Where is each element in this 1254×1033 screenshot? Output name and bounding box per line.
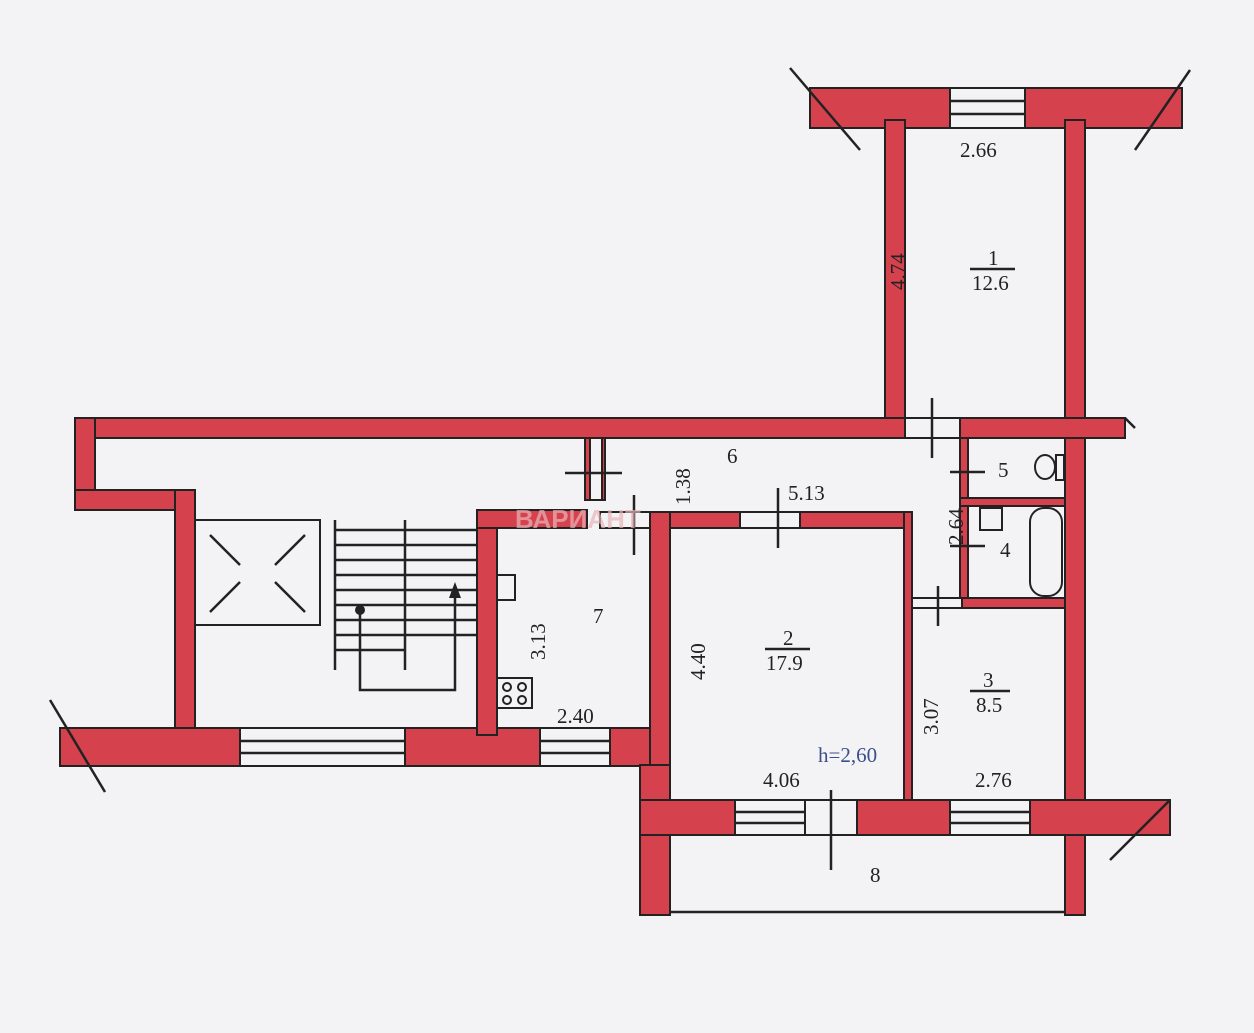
room-1-number: 1 xyxy=(988,246,999,270)
room-labels: 2.66 4.74 1 12.6 6 1.38 5.13 2.64 5 4 7 … xyxy=(526,138,1015,887)
window xyxy=(239,727,406,767)
room-6-number: 6 xyxy=(727,444,738,468)
room-5-number: 5 xyxy=(998,458,1009,482)
room-1-width: 2.66 xyxy=(960,138,997,162)
toilet-icon xyxy=(1034,454,1056,480)
watermark: ВАРИАНТ xyxy=(515,504,641,534)
window xyxy=(734,799,806,836)
room-7-length: 3.13 xyxy=(526,623,550,660)
room-1-area: 12.6 xyxy=(972,271,1009,295)
bathtub-icon xyxy=(1029,507,1063,597)
room-4-number: 4 xyxy=(1000,538,1011,562)
room-6-length: 2.64 xyxy=(944,508,968,545)
room-3-number: 3 xyxy=(983,668,994,692)
room-2-depth: 4.06 xyxy=(763,768,800,792)
room-2-number: 2 xyxy=(783,626,794,650)
window xyxy=(949,799,1031,836)
room-3-width: 2.76 xyxy=(975,768,1012,792)
room-3-area: 8.5 xyxy=(976,693,1002,717)
room-7-number: 7 xyxy=(593,604,604,628)
room-7-width: 2.40 xyxy=(557,704,594,728)
window xyxy=(739,511,801,529)
stairwell xyxy=(194,519,477,692)
room-2-length: 4.40 xyxy=(686,643,710,680)
room-2-width: 5.13 xyxy=(788,481,825,505)
fixtures xyxy=(496,454,1065,709)
ceiling-height: h=2,60 xyxy=(818,743,877,767)
room-2-area: 17.9 xyxy=(766,651,803,675)
room-6-width: 1.38 xyxy=(671,468,695,505)
sink-icon xyxy=(496,574,516,601)
walls xyxy=(59,87,1183,916)
window xyxy=(949,87,1026,129)
window xyxy=(539,727,611,767)
washbasin-icon xyxy=(979,507,1003,531)
room-3-length: 3.07 xyxy=(919,698,943,735)
stove-icon xyxy=(496,677,533,709)
outline-lines xyxy=(48,67,1192,870)
room-1-length: 4.74 xyxy=(886,253,910,290)
room-8-number: 8 xyxy=(870,863,881,887)
